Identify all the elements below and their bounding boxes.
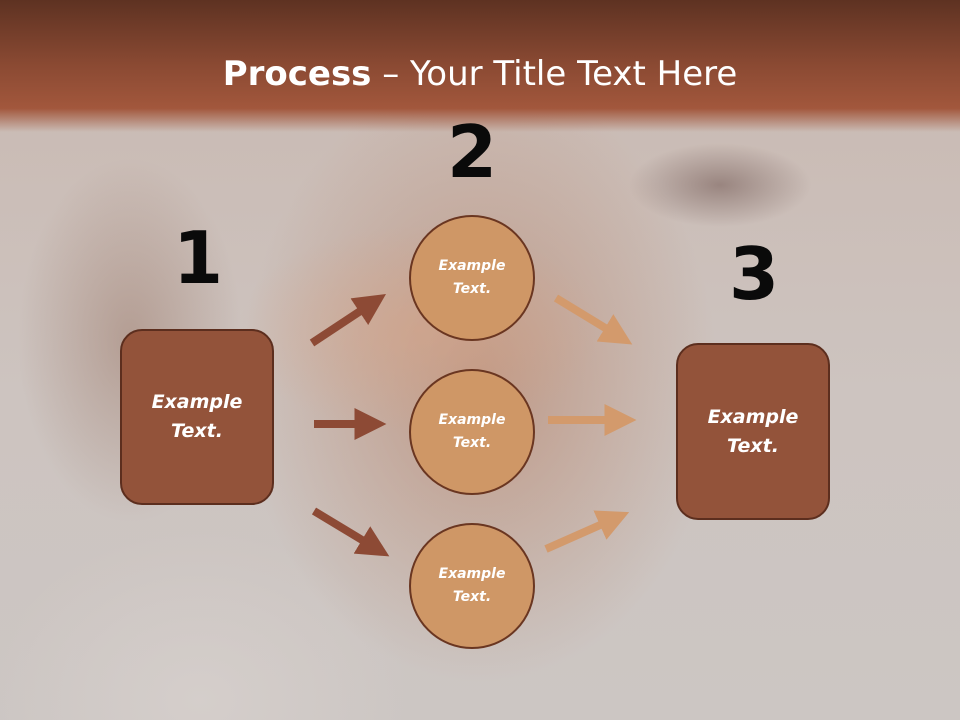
title-bold: Process [222,54,372,94]
left-text-box[interactable]: Example Text. [120,329,274,505]
arrow-left-to-bottom [311,507,390,557]
arrow-bottom-to-right [544,510,630,553]
circle-top[interactable]: Example Text. [409,215,535,341]
step-number-2: 2 [446,110,498,194]
slide-title[interactable]: Process – Your Title Text Here [0,52,960,96]
circle-middle[interactable]: Example Text. [409,369,535,495]
right-text-box[interactable]: Example Text. [676,343,830,520]
arrow-left-to-top [309,294,387,347]
arrow-top-to-right [553,294,633,345]
circle-bottom[interactable]: Example Text. [409,523,535,649]
step-number-1: 1 [172,216,224,300]
title-rest: – Your Title Text Here [371,54,738,94]
title-bar [0,0,960,132]
step-number-3: 3 [728,232,780,316]
